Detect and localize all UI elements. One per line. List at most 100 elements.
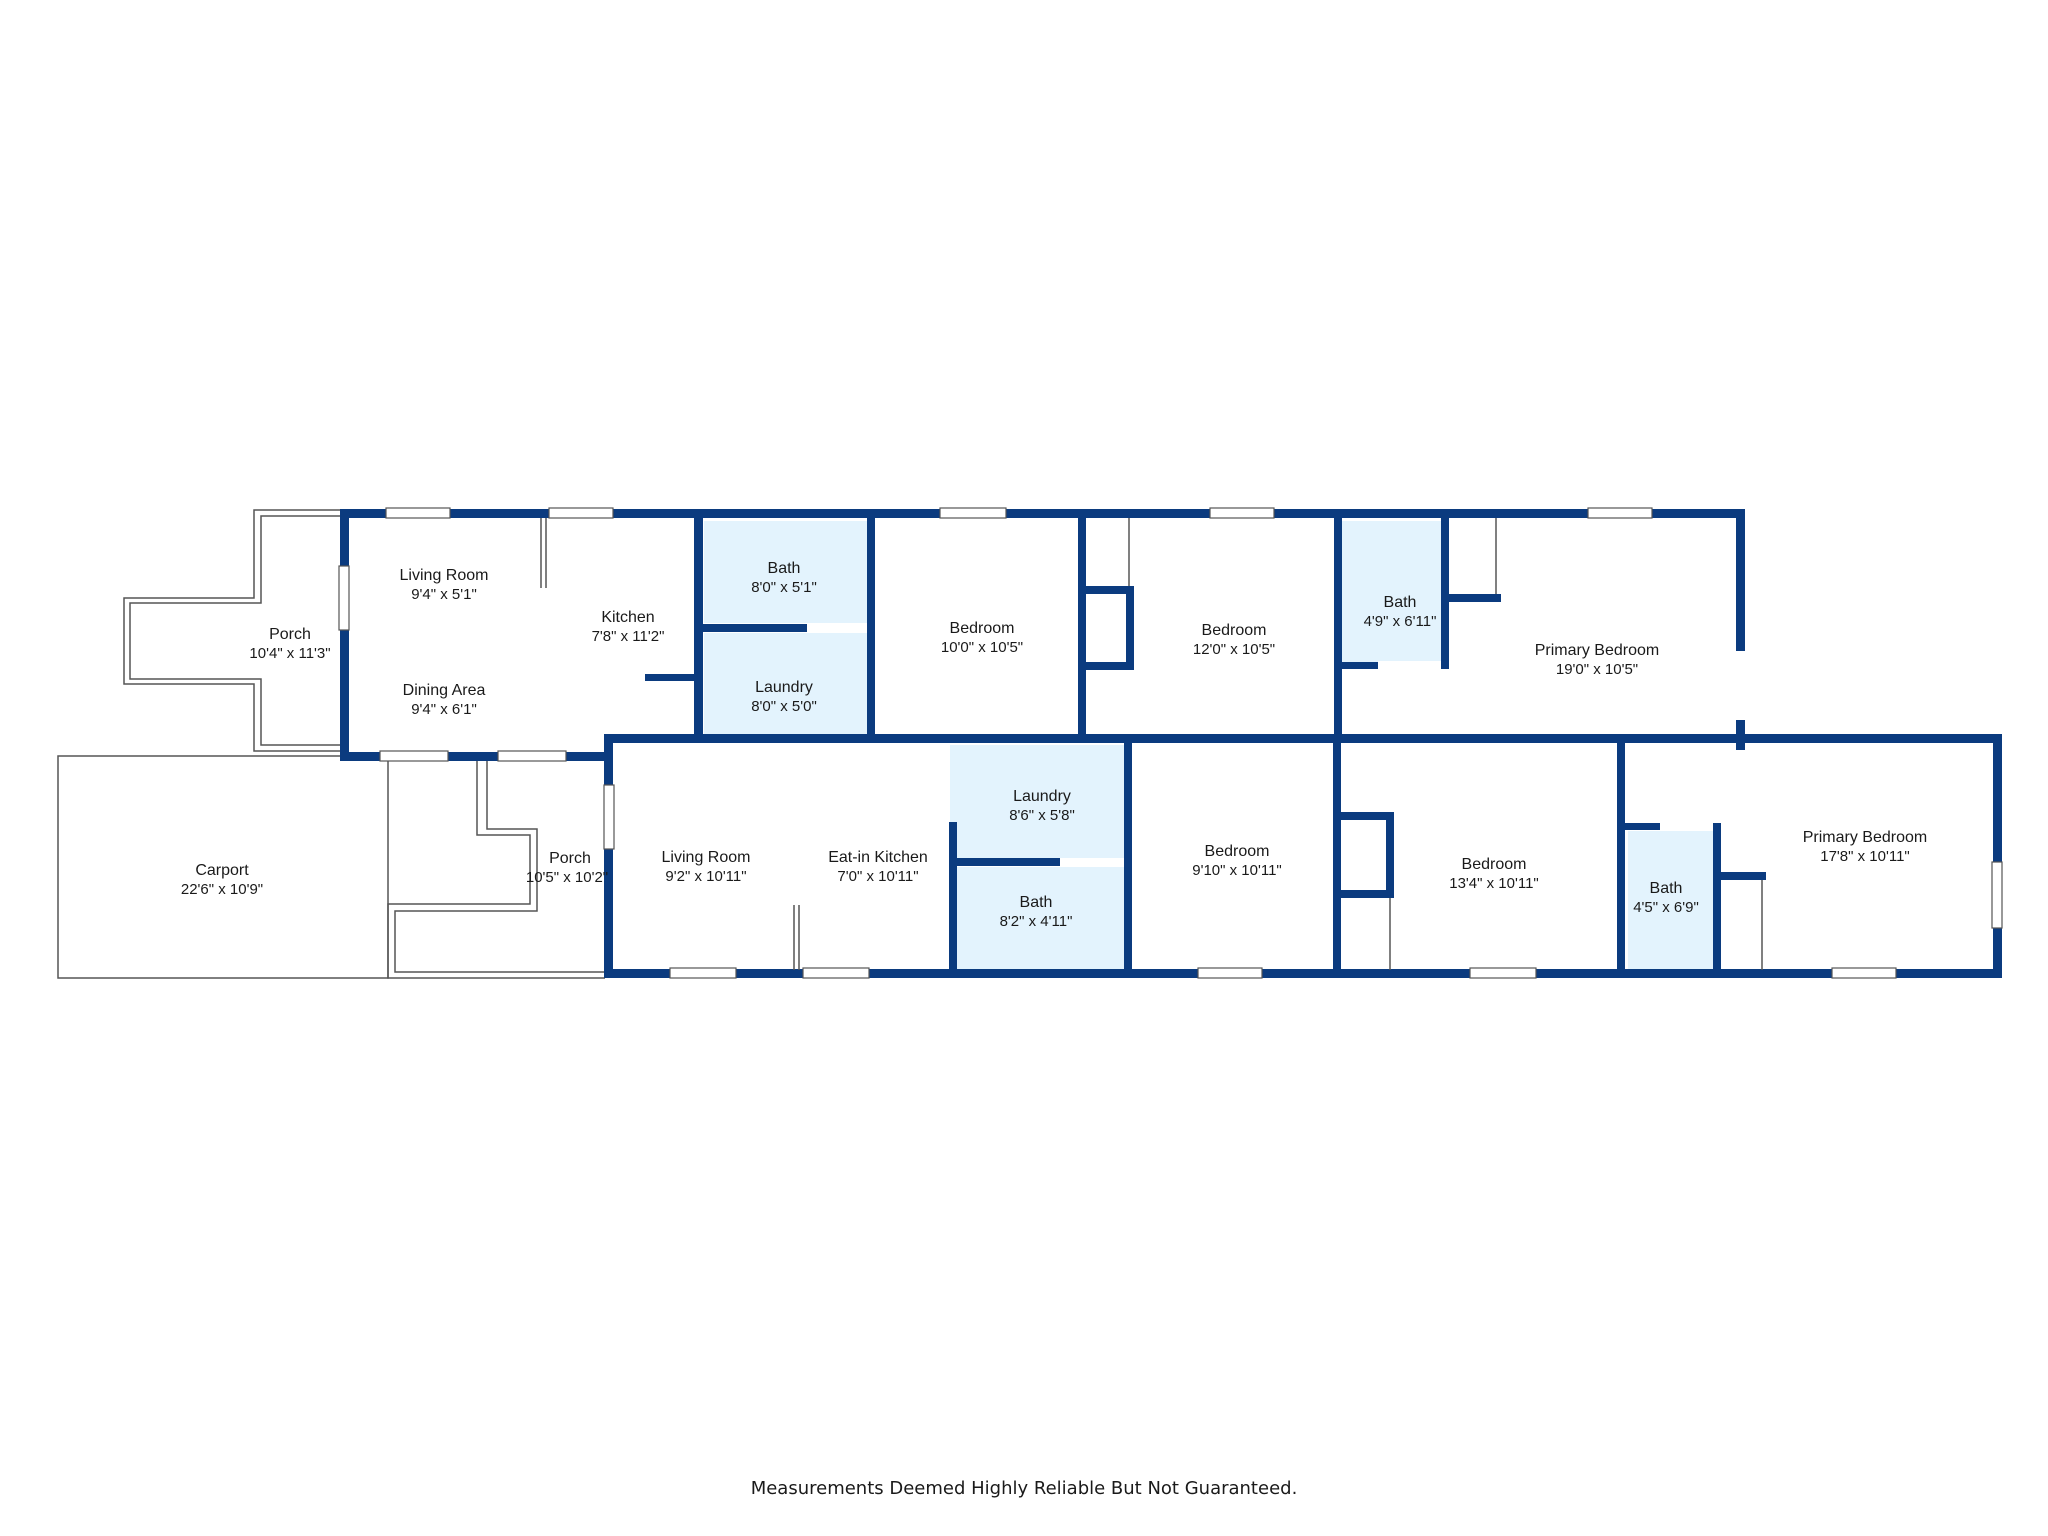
carport-outline [57, 755, 389, 979]
room-name-bath-4: Bath [1650, 880, 1683, 897]
wall-bedroom4-bath4 [1617, 734, 1625, 978]
room-dims-laundry-2: 8'6" x 5'8" [1009, 807, 1075, 824]
wall-upper-left [340, 509, 349, 761]
wet-room-fills [704, 521, 1719, 970]
room-name-bedroom-1: Bedroom [950, 620, 1015, 637]
wall-lower-left [604, 734, 613, 978]
window [603, 784, 615, 850]
wall-bath2-stub [1441, 594, 1501, 602]
room-name-kitchen: Kitchen [601, 609, 654, 626]
wall-closet-1b [1126, 586, 1134, 670]
window [1469, 967, 1537, 979]
porch-1-outline-inner [129, 515, 340, 746]
wall-bedroom3-bedroom4 [1333, 734, 1341, 978]
window [802, 967, 870, 979]
room-dims-kitchen: 7'8" x 11'2" [592, 628, 665, 645]
partition-living-eat-in [793, 905, 800, 970]
room-name-porch-1: Porch [269, 626, 311, 643]
room-dims-living-room-2: 9'2" x 10'11" [665, 868, 746, 885]
wall-closet-1c [1086, 662, 1134, 670]
room-name-primary-bedroom-2: Primary Bedroom [1803, 829, 1927, 846]
wall-bath4-right [1713, 823, 1721, 978]
laundry-1-fill [704, 633, 871, 734]
room-name-bedroom-4: Bedroom [1462, 856, 1527, 873]
wall-laundry-bedroom [867, 509, 875, 734]
porch-2-outline-inner [394, 756, 605, 973]
window [669, 967, 737, 979]
wall-laundry2-right [1124, 734, 1132, 978]
wall-closet-2a [1341, 812, 1393, 820]
room-dims-dining-area: 9'4" x 6'1" [411, 701, 477, 718]
door-openings [808, 624, 1745, 866]
bath-1-fill [704, 521, 871, 623]
room-dims-porch-2: 10'5" x 10'2" [526, 869, 608, 886]
room-dims-carport: 22'6" x 10'9" [181, 881, 263, 898]
bath-2-fill [1342, 521, 1442, 667]
room-name-porch-2: Porch [549, 850, 591, 867]
room-dims-bedroom-1: 10'0" x 10'5" [941, 639, 1023, 656]
room-name-eat-in-kitchen: Eat-in Kitchen [828, 849, 928, 866]
room-dims-bedroom-4: 13'4" x 10'11" [1449, 875, 1539, 892]
room-dims-laundry-1: 8'0" x 5'0" [751, 698, 817, 715]
wall-middle [605, 734, 2002, 743]
window [939, 507, 1007, 519]
room-name-laundry-1: Laundry [755, 679, 813, 696]
window [1587, 507, 1653, 519]
window [1209, 507, 1275, 519]
wall-kitchen-stub [645, 674, 702, 681]
room-dims-eat-in-kitchen: 7'0" x 10'11" [837, 868, 918, 885]
wall-lower-right [1993, 734, 2002, 978]
wall-kitchen-bath [694, 509, 703, 734]
room-name-bath-2: Bath [1384, 594, 1417, 611]
room-name-bath-1: Bath [768, 560, 801, 577]
wall-upper-top [340, 509, 1745, 518]
porch-2-outline [387, 756, 605, 979]
room-dims-primary-bedroom-2: 17'8" x 10'11" [1820, 848, 1910, 865]
bath-4-fill [1628, 831, 1719, 970]
window [379, 750, 449, 762]
window [338, 565, 350, 631]
room-dims-bedroom-3: 9'10" x 10'11" [1192, 862, 1282, 879]
wall-laundry2-left [949, 822, 957, 978]
wall-bath-laundry [703, 624, 807, 632]
window [1197, 967, 1263, 979]
room-dims-primary-bedroom-1: 19'0" x 10'5" [1556, 661, 1638, 678]
room-dims-porch-1: 10'4" x 11'3" [249, 645, 330, 662]
windows [338, 507, 2003, 979]
door-opening [1660, 822, 1713, 830]
partition-living-kitchen [540, 518, 547, 588]
door-opening [1060, 858, 1124, 866]
door-opening [1736, 651, 1745, 720]
room-name-primary-bedroom-1: Primary Bedroom [1535, 642, 1659, 659]
window [497, 750, 567, 762]
room-dims-bath-1: 8'0" x 5'1" [751, 579, 817, 596]
laundry-2-fill [950, 745, 1127, 861]
wall-closet-1a [1086, 586, 1134, 594]
wall-laundry2-bath3 [955, 858, 1060, 866]
walls [340, 509, 2002, 978]
wall-bath4-stub [1721, 872, 1766, 880]
room-name-bedroom-3: Bedroom [1205, 843, 1270, 860]
measurement-disclaimer: Measurements Deemed Highly Reliable But … [750, 1478, 1298, 1499]
wall-bedroom1-bedroom2 [1078, 509, 1086, 734]
wall-bath2-right [1441, 509, 1449, 669]
wall-closet-2b [1386, 812, 1394, 898]
room-dims-bedroom-2: 12'0" x 10'5" [1193, 641, 1275, 658]
room-dims-bath-2: 4'9" x 6'11" [1364, 613, 1437, 630]
window [1991, 861, 2003, 929]
room-dims-living-room-1: 9'4" x 5'1" [411, 586, 477, 603]
room-name-bath-3: Bath [1020, 894, 1053, 911]
door-opening [1378, 661, 1441, 669]
room-name-living-room-1: Living Room [400, 567, 489, 584]
room-name-bedroom-2: Bedroom [1202, 622, 1267, 639]
wall-upper-right [1736, 509, 1745, 651]
room-name-laundry-2: Laundry [1013, 788, 1071, 805]
room-dims-bath-3: 8'2" x 4'11" [1000, 913, 1073, 930]
partitions [540, 518, 1763, 970]
room-labels: Porch 10'4" x 11'3" Living Room 9'4" x 5… [181, 560, 1927, 930]
porch-1-outline [123, 509, 340, 752]
window [1831, 967, 1897, 979]
room-name-living-room-2: Living Room [662, 849, 751, 866]
wall-bath2-bottom [1342, 662, 1378, 669]
